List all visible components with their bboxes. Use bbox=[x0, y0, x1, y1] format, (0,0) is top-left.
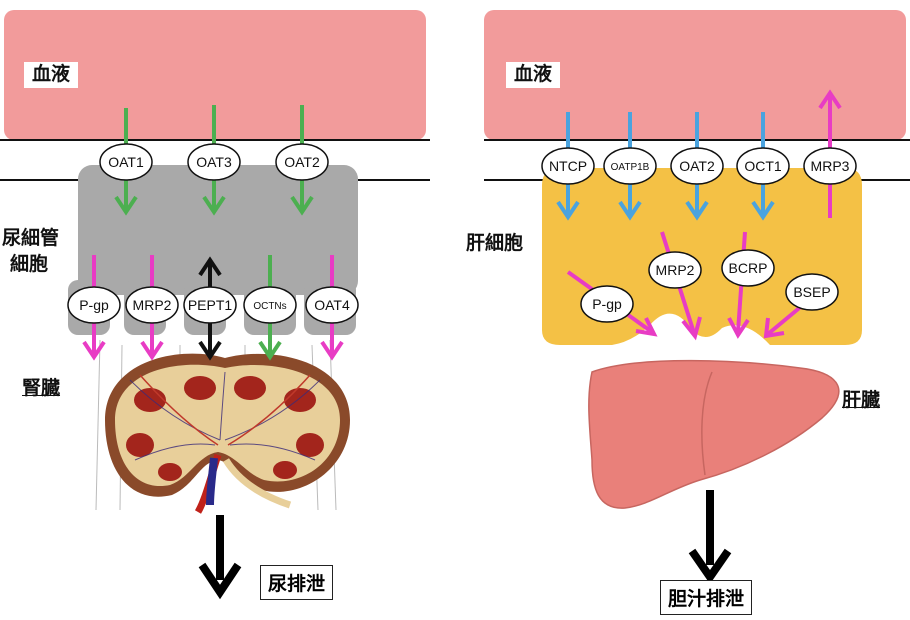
kidney-organ-label: 腎臓 bbox=[22, 377, 61, 399]
svg-text:OAT3: OAT3 bbox=[196, 154, 232, 170]
transporter-pgp-liver: P-gp bbox=[580, 285, 634, 323]
svg-text:OAT2: OAT2 bbox=[284, 154, 320, 170]
svg-text:OAT1: OAT1 bbox=[108, 154, 144, 170]
kidney-blood-band bbox=[4, 10, 426, 140]
kidney-to-urine-arrow-head bbox=[198, 562, 242, 600]
kidney-cell-label-line2: 細胞 bbox=[10, 253, 49, 275]
svg-text:MRP2: MRP2 bbox=[656, 262, 695, 278]
hepatocyte-label: 肝細胞 bbox=[466, 232, 524, 254]
transporter-oat4: OAT4 bbox=[305, 286, 359, 324]
transporter-pgp-kidney: P-gp bbox=[67, 286, 121, 324]
transporter-mrp2-kidney: MRP2 bbox=[125, 286, 179, 324]
svg-text:BCRP: BCRP bbox=[729, 260, 768, 276]
transporter-oat2-liver: OAT2 bbox=[670, 147, 724, 185]
liver-uptake-transporters: NTCP OATP1B OAT2 OCT1 MRP3 bbox=[541, 147, 857, 185]
kidney-organ bbox=[95, 339, 350, 514]
transporter-bcrp: BCRP bbox=[721, 249, 775, 287]
liver-panel: NTCP OATP1B OAT2 OCT1 MRP3 P-gp MRP2 BCR… bbox=[484, 10, 910, 585]
transporter-oat3: OAT3 bbox=[187, 143, 241, 181]
transporter-ntcp: NTCP bbox=[541, 147, 595, 185]
liver-blood-band bbox=[484, 10, 906, 140]
transporter-mrp3: MRP3 bbox=[803, 147, 857, 185]
transporter-pept1: PEPT1 bbox=[183, 286, 237, 324]
svg-text:MRP2: MRP2 bbox=[133, 297, 172, 313]
svg-text:NTCP: NTCP bbox=[549, 158, 587, 174]
urinary-excretion-label: 尿排泄 bbox=[260, 565, 334, 600]
svg-text:MRP3: MRP3 bbox=[811, 158, 850, 174]
transporter-mrp2-liver: MRP2 bbox=[648, 251, 702, 289]
liver-to-bile-arrow-head bbox=[688, 548, 732, 585]
svg-text:P-gp: P-gp bbox=[79, 297, 109, 313]
transporter-oat2-kidney: OAT2 bbox=[275, 143, 329, 181]
liver-uptake-arrows bbox=[556, 112, 775, 221]
transporter-oatp1b: OATP1B bbox=[603, 147, 657, 185]
biliary-excretion-label: 胆汁排泄 bbox=[660, 580, 753, 615]
kidney-cell-label-line1: 尿細管 bbox=[2, 227, 60, 249]
svg-text:OCTNs: OCTNs bbox=[253, 301, 286, 312]
transporter-octns: OCTNs bbox=[243, 286, 297, 324]
svg-text:BSEP: BSEP bbox=[793, 284, 830, 300]
liver-organ-label: 肝臓 bbox=[842, 389, 881, 411]
kidney-uptake-transporters: OAT1 OAT3 OAT2 bbox=[99, 143, 329, 181]
kidney-panel: OAT1 OAT3 OAT2 P-gp MRP2 PEPT1 OCTNs OAT… bbox=[0, 10, 430, 600]
transporter-oct1: OCT1 bbox=[736, 147, 790, 185]
svg-text:OAT2: OAT2 bbox=[679, 158, 715, 174]
svg-text:OAT4: OAT4 bbox=[314, 297, 350, 313]
liver-blood-label: 血液 bbox=[506, 62, 561, 88]
svg-text:PEPT1: PEPT1 bbox=[188, 297, 233, 313]
svg-text:P-gp: P-gp bbox=[592, 296, 622, 312]
transporter-oat1: OAT1 bbox=[99, 143, 153, 181]
kidney-blood-label: 血液 bbox=[24, 62, 79, 88]
svg-text:OATP1B: OATP1B bbox=[611, 162, 650, 173]
liver-canalicular-transporters: P-gp MRP2 BCRP BSEP bbox=[580, 249, 839, 323]
transporter-bsep: BSEP bbox=[785, 273, 839, 311]
svg-text:OCT1: OCT1 bbox=[744, 158, 782, 174]
kidney-efflux-transporters: P-gp MRP2 PEPT1 OCTNs OAT4 bbox=[67, 286, 359, 324]
liver-organ bbox=[588, 359, 840, 509]
